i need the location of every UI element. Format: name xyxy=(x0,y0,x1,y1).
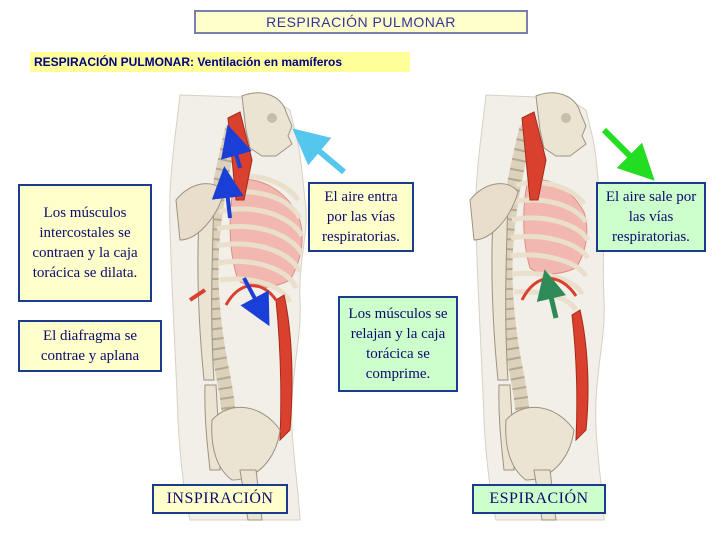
left-intercostal-arrow-1 xyxy=(211,166,244,219)
page-title: RESPIRACIÓN PULMONAR xyxy=(194,10,528,34)
right-abdominal-muscle xyxy=(571,309,589,442)
page-subtitle: RESPIRACIÓN PULMONAR: Ventilación en mam… xyxy=(30,52,410,72)
diaphragm-note: El diafragma se contrae y aplana xyxy=(18,320,162,372)
air-out-arrow xyxy=(601,127,655,181)
air-out-note: El aire sale por las vías respiratorias. xyxy=(596,182,706,252)
right-arm-bone xyxy=(491,199,509,381)
left-skull xyxy=(241,92,293,157)
left-diaphragm xyxy=(224,284,278,306)
left-arm-bone xyxy=(197,199,215,381)
inspiration-figure xyxy=(169,92,346,521)
right-neck-muscle xyxy=(521,111,547,201)
right-skull xyxy=(535,92,587,157)
right-expiration-arrow xyxy=(536,269,567,319)
right-pelvis xyxy=(505,406,575,481)
left-intercostal-arrow-2 xyxy=(221,124,252,169)
muscles-relax-note: Los músculos se relajan y la caja toráci… xyxy=(338,296,458,392)
left-pelvis xyxy=(211,406,281,481)
air-in-note: El aire entra por las vías respiratorias… xyxy=(308,182,414,252)
inspiration-label: INSPIRACIÓN xyxy=(152,484,288,514)
intercostal-note: Los músculos intercostales se contraen y… xyxy=(18,184,152,302)
left-diaphragm-arrow xyxy=(240,277,270,327)
expiration-figure xyxy=(469,92,655,521)
air-in-arrow xyxy=(292,128,346,175)
expiration-label: ESPIRACIÓN xyxy=(472,484,606,514)
left-abdominal-muscle xyxy=(275,294,293,442)
